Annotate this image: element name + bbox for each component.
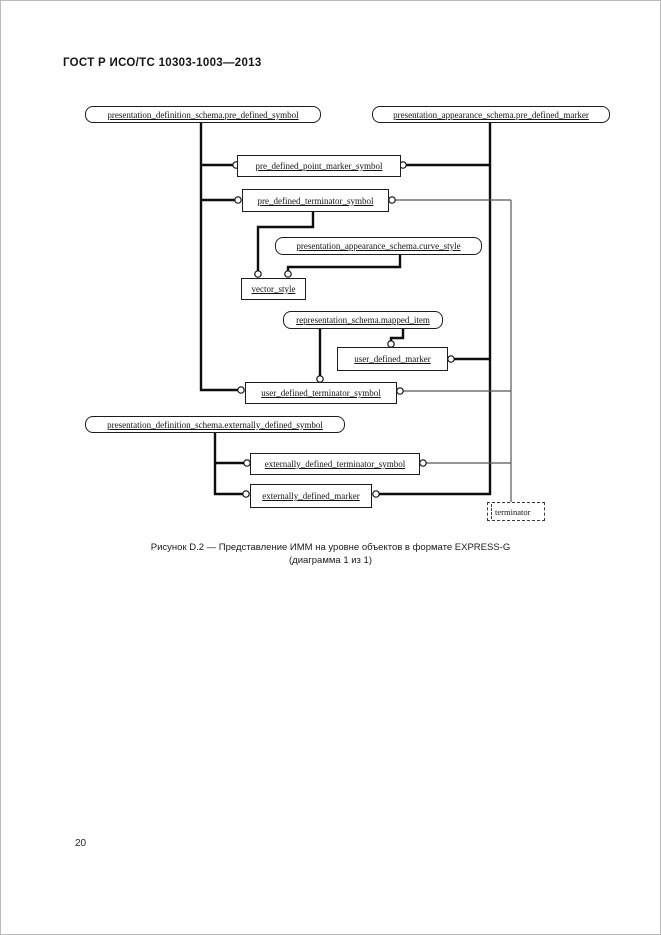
connector-circles [232, 161, 455, 498]
schema-ref-externally-defined-symbol: presentation_definition_schema.externall… [85, 416, 345, 433]
externally-spine [213, 433, 245, 496]
left-spine [199, 122, 238, 392]
schema-ref-pre-defined-symbol: presentation_definition_schema.pre_defin… [85, 106, 321, 123]
entity-box-pre-defined-point-marker-symbol: pre_defined_point_marker_symbol [237, 155, 401, 177]
page-number: 20 [75, 838, 87, 849]
page-ref-terminator: terminator [487, 502, 545, 521]
page-ref-terminator-label: terminator [495, 506, 531, 517]
figure-caption-line1: Рисунок D.2 — Представление ИММ на уровн… [150, 542, 511, 553]
terminator-to-vector-style [256, 212, 315, 272]
entity-box-externally-defined-terminator-symbol: externally_defined_terminator_symbol [250, 453, 420, 475]
figure-caption-line2: (диаграмма 1 из 1) [289, 555, 372, 566]
entity-box-pre-defined-terminator-symbol: pre_defined_terminator_symbol [242, 189, 389, 212]
schema-ref-mapped-item: representation_schema.mapped_item [283, 311, 443, 329]
entity-box-vector-style: vector_style [241, 278, 306, 300]
schema-ref-curve-style: presentation_appearance_schema.curve_sty… [275, 237, 482, 255]
entity-box-externally-defined-marker: externally_defined_marker [250, 484, 372, 508]
thin-connectors [392, 199, 512, 502]
vector-style-to-curve-style [286, 255, 402, 272]
schema-ref-pre-defined-marker: presentation_appearance_schema.pre_defin… [372, 106, 610, 123]
thick-connectors [199, 122, 492, 496]
entity-box-user-defined-marker: user_defined_marker [337, 347, 448, 371]
document-header: ГОСТ Р ИСО/ТС 10303-1003—2013 [63, 57, 262, 69]
right-spine [378, 122, 492, 496]
page-ref-inner-line [491, 504, 492, 519]
entity-box-user-defined-terminator-symbol: user_defined_terminator_symbol [245, 382, 397, 404]
